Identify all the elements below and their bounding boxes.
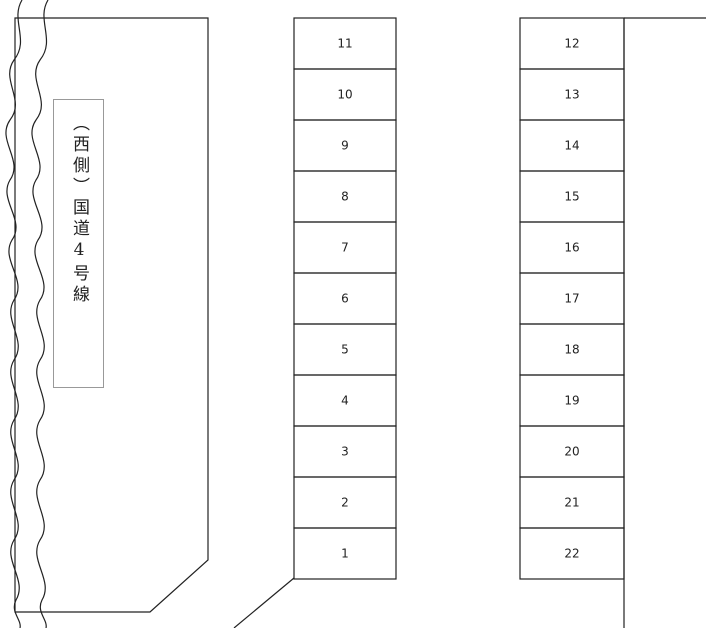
parking-stall-number: 20 bbox=[564, 445, 579, 459]
parking-stall-number: 15 bbox=[564, 190, 579, 204]
parking-stalls-right-column: 12 13 14 15 16 17 18 19 20 21 22 bbox=[519, 17, 625, 580]
parking-stall-number: 12 bbox=[564, 37, 579, 51]
parking-stall-number: 3 bbox=[341, 445, 349, 459]
parking-stall bbox=[293, 527, 397, 580]
driveway-line bbox=[233, 577, 295, 628]
parking-stall-number: 22 bbox=[564, 547, 579, 561]
break-line-left bbox=[5, 0, 23, 628]
parking-stall-number: 10 bbox=[337, 88, 352, 102]
parking-stall-number: 11 bbox=[337, 37, 352, 51]
parking-stall-number: 6 bbox=[341, 292, 349, 306]
parking-stall-number: 19 bbox=[564, 394, 579, 408]
road-label-national-route-4: （西側）国道4号線 bbox=[53, 99, 104, 388]
parking-stall-number: 13 bbox=[564, 88, 579, 102]
parking-stall-number: 5 bbox=[341, 343, 349, 357]
parking-stall-number: 18 bbox=[564, 343, 579, 357]
east-boundary-line bbox=[623, 17, 706, 628]
parking-stall-number: 16 bbox=[564, 241, 579, 255]
parking-stall bbox=[519, 527, 625, 580]
parking-stall-number: 14 bbox=[564, 139, 579, 153]
parking-stall-number: 2 bbox=[341, 496, 349, 510]
parking-stall-number: 9 bbox=[341, 139, 349, 153]
parking-stalls-left-column: 11 10 9 8 7 6 5 4 3 2 1 bbox=[293, 17, 397, 580]
parking-stall-number: 4 bbox=[341, 394, 349, 408]
parking-stall-number: 17 bbox=[564, 292, 579, 306]
break-line-right bbox=[31, 0, 49, 628]
parking-stall-number: 7 bbox=[341, 241, 349, 255]
parking-stall-number: 1 bbox=[341, 547, 349, 561]
parking-stall-number: 8 bbox=[341, 190, 349, 204]
west-lot-outline bbox=[14, 17, 209, 613]
parking-stall-number: 21 bbox=[564, 496, 579, 510]
